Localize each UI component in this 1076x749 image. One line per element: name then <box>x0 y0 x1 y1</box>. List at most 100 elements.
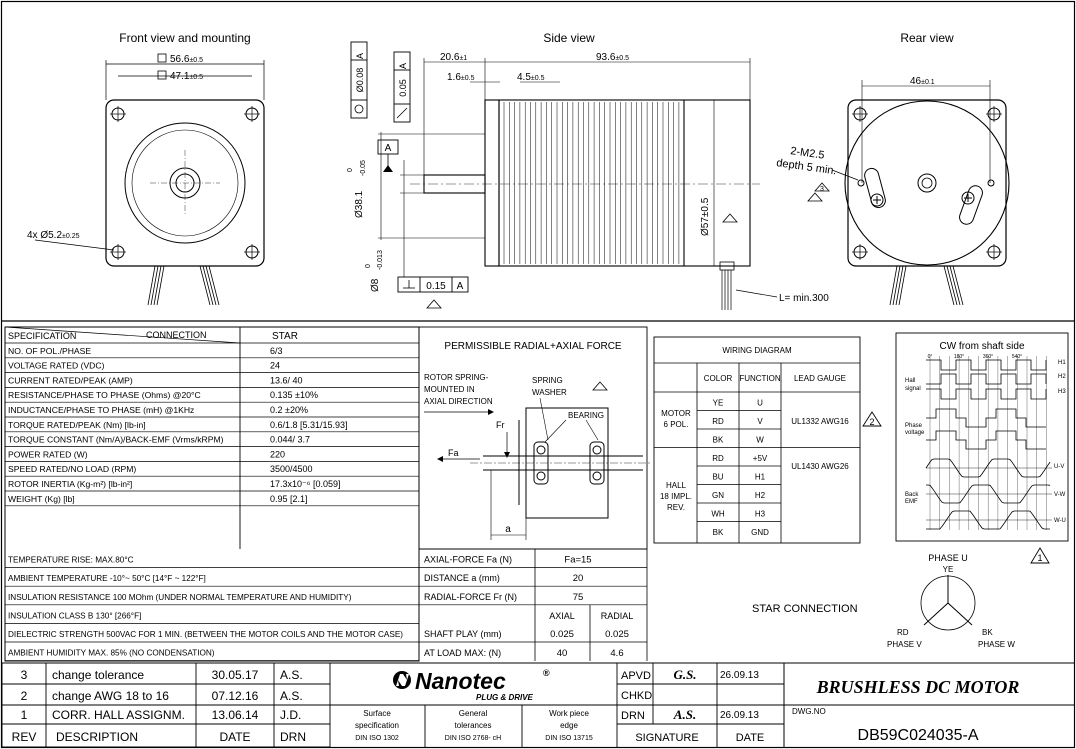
wiring-color: RD <box>712 417 724 426</box>
signoff-apvd-date: 26.09.13 <box>720 670 759 681</box>
wiring-color: BK <box>713 436 724 445</box>
rev-drawn: J.D. <box>280 708 301 722</box>
svg-text:®: ® <box>543 668 550 678</box>
timing-degree: 540° <box>1012 354 1022 360</box>
spec-row-label: ROTOR INERTIA (Kg-m²) [lb-in²] <box>8 479 132 489</box>
play-header-radial: RADIAL <box>601 611 634 621</box>
timing-label: voltage <box>905 430 925 436</box>
svg-text:SPRING: SPRING <box>532 376 563 385</box>
standard-line: specification <box>355 721 399 730</box>
thread-depth: depth 5 min. <box>776 157 838 177</box>
drawing-title: BRUSHLESS DC MOTOR <box>816 677 1020 697</box>
brand-name: Nanotec <box>415 668 506 694</box>
signoff-drn-name: A.S. <box>673 707 696 722</box>
signoff-drn: DRN <box>621 710 645 722</box>
spec-row-value: 6/3 <box>270 346 283 356</box>
tol-perpendicularity: 0.15 <box>426 281 446 292</box>
force-title: PERMISSIBLE RADIAL+AXIAL FORCE <box>444 341 622 352</box>
thread-callout: 2-M2.5 <box>790 145 826 162</box>
side-view-title: Side view <box>543 31 595 45</box>
svg-text:RD: RD <box>897 628 909 637</box>
svg-text:1: 1 <box>1037 553 1042 563</box>
svg-text:-0.05: -0.05 <box>360 160 367 176</box>
star-phase-w: PHASE W <box>978 640 1015 649</box>
dim-rear: 46±0.1 <box>910 76 935 87</box>
wiring-color: RD <box>712 454 724 463</box>
env-row: INSULATION RESISTANCE 100 MOhm (UNDER NO… <box>8 593 352 602</box>
dim-inner: 47.1±0.5 <box>170 71 203 82</box>
wiring-color: BU <box>712 473 723 482</box>
timing-label: Back <box>905 492 919 498</box>
wiring-hall-gauge: UL1430 AWG26 <box>791 462 849 471</box>
wiring-function: W <box>756 436 764 445</box>
svg-text:2: 2 <box>869 417 874 427</box>
spec-row-label: TORQUE RATED/PEAK (Nm) [lb-in] <box>8 420 146 430</box>
wiring-function: GND <box>751 528 769 537</box>
wiring-h-function: FUNCTION <box>739 374 781 383</box>
force-panel: PERMISSIBLE RADIAL+AXIAL FORCE ROTOR SPR… <box>418 326 650 661</box>
rev-description: change AWG 18 to 16 <box>52 689 169 703</box>
timing-h3: H3 <box>1058 389 1066 395</box>
svg-text:ROTOR SPRING-: ROTOR SPRING- <box>424 373 489 382</box>
force-row-label: RADIAL-FORCE Fr (N) <box>424 592 517 602</box>
signoff-h-signature: SIGNATURE <box>635 732 698 744</box>
force-row-value: 20 <box>573 573 584 584</box>
svg-text:a: a <box>505 524 511 535</box>
svg-text:YE: YE <box>943 565 954 574</box>
star-title: STAR CONNECTION <box>752 603 858 615</box>
timing-wu: W-U <box>1054 518 1066 524</box>
wiring-motor-gauge: UL1332 AWG16 <box>791 417 849 426</box>
rev-description: CORR. HALL ASSIGNM. <box>52 708 185 722</box>
timing-h1: H1 <box>1058 360 1066 366</box>
play-row-radial: 4.6 <box>610 648 623 659</box>
hole-callout: 4x Ø5.2±0.25 <box>27 230 80 241</box>
env-row: AMBIENT TEMPERATURE -10°~ 50°C [14°F ~ 1… <box>8 574 206 583</box>
wiring-h-color: COLOR <box>704 374 733 383</box>
svg-text:18 IMPL.: 18 IMPL. <box>660 492 692 501</box>
svg-text:BK: BK <box>982 628 993 637</box>
star-phase-u: PHASE U <box>928 553 968 563</box>
rev-number: 1 <box>21 708 28 722</box>
rev-header-rev: REV <box>12 730 37 744</box>
env-row: AMBIENT HUMIDITY MAX. 85% (NO CONDENSATI… <box>8 649 215 658</box>
svg-text:A: A <box>398 63 408 69</box>
rev-header-drn: DRN <box>280 730 306 744</box>
svg-text:0: 0 <box>365 264 372 268</box>
wiring-function: H2 <box>755 491 766 500</box>
wiring-motor-label: MOTOR <box>661 409 691 418</box>
timing-h2: H2 <box>1058 374 1066 380</box>
star-connection: 1 PHASE U YE STAR CONNECTION RD PHASE V … <box>752 547 1050 649</box>
wiring-function: U <box>757 399 763 408</box>
force-row-label: AXIAL-FORCE Fa (N) <box>424 555 512 565</box>
nanotec-logo: Nanotec ® PLUG & DRIVE <box>393 668 550 702</box>
svg-text:BEARING: BEARING <box>568 411 604 420</box>
wiring-color: WH <box>711 510 725 519</box>
rev-header-date: DATE <box>219 730 250 744</box>
spec-row-value: 17.3x10⁻⁶ [0.059] <box>270 479 341 489</box>
timing-label: EMF <box>905 499 918 505</box>
wiring-function: H1 <box>755 473 766 482</box>
dim-b: 4.5±0.5 <box>517 72 545 83</box>
star-phase-v: PHASE V <box>887 640 922 649</box>
spec-row-value: 0.6/1.8 [5.31/15.93] <box>270 420 348 430</box>
svg-text:WASHER: WASHER <box>532 388 567 397</box>
force-row-label: DISTANCE a (mm) <box>424 573 500 583</box>
dim-overall: 93.6±0.5 <box>596 52 629 63</box>
cooling-fins <box>503 102 680 264</box>
svg-text:MOUNTED IN: MOUNTED IN <box>424 385 475 394</box>
standard-line: DIN ISO 13715 <box>545 735 593 742</box>
svg-text:A: A <box>457 281 464 292</box>
rev-date: 13.06.14 <box>212 708 259 722</box>
spec-row-value: 0.95 [2.1] <box>270 494 308 504</box>
wiring-function: +5V <box>753 454 768 463</box>
timing-label: signal <box>905 386 921 392</box>
svg-text:3: 3 <box>820 186 824 193</box>
standard-line: General <box>459 709 488 718</box>
dim-shaft: Ø8 <box>370 278 381 292</box>
dim-outer: 56.6±0.5 <box>170 54 203 65</box>
dwg-number: DB59C024035-A <box>858 727 979 744</box>
rev-description: change tolerance <box>52 668 144 682</box>
